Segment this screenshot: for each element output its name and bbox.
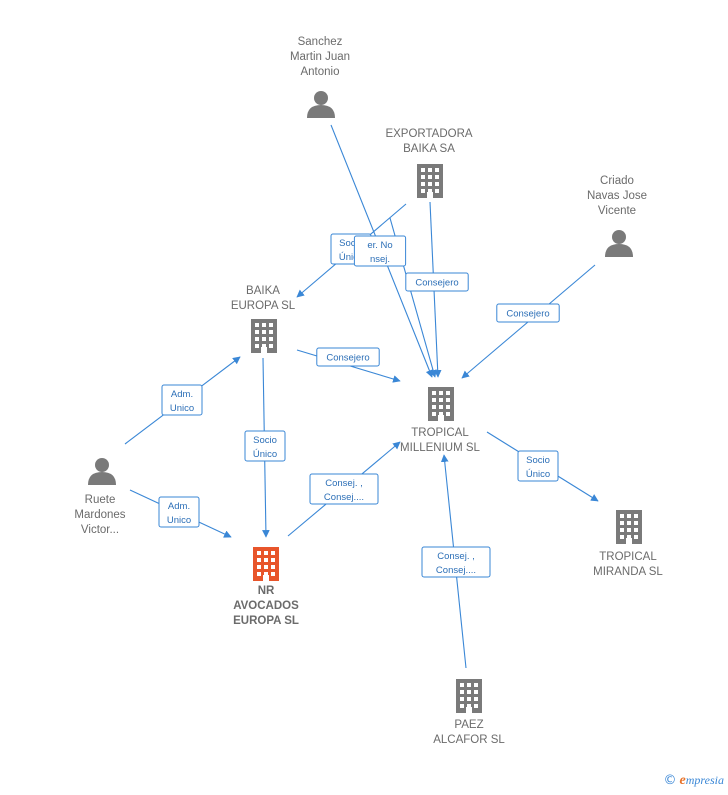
node-baika[interactable]: BAIKA EUROPA SL <box>231 285 296 353</box>
node-label: EUROPA SL <box>231 300 296 312</box>
node-label: Criado <box>600 175 634 187</box>
badge-text: Consejero <box>506 309 549 320</box>
person-icon <box>307 91 335 118</box>
node-label: Mardones <box>74 509 125 521</box>
edge-badge[interactable]: Consejero <box>405 272 469 292</box>
building-icon <box>251 319 277 353</box>
edge-badge[interactable]: Consejero <box>316 347 380 367</box>
badge-box <box>405 272 469 292</box>
badge-text: Consejero <box>415 278 458 289</box>
node-label: MIRANDA SL <box>593 566 663 578</box>
building-icon <box>616 510 642 544</box>
badge-text: Socio <box>253 435 277 446</box>
badge-text: Socio <box>339 238 363 249</box>
node-label: TROPICAL <box>599 551 657 563</box>
empresia-watermark[interactable]: ©empresia <box>664 773 724 789</box>
badge-text: Único <box>339 252 363 263</box>
node-label: PAEZ <box>454 719 483 731</box>
node-paez[interactable]: PAEZ ALCAFOR SL <box>433 679 505 746</box>
node-label: BAIKA <box>246 285 280 297</box>
node-label: BAIKA SA <box>403 143 455 155</box>
badge-text: Consej. , <box>437 551 475 562</box>
badge-text: Adm. <box>168 501 190 512</box>
node-tropical_millenium[interactable]: TROPICAL MILLENIUM SL <box>400 387 481 454</box>
badge-box <box>244 430 286 462</box>
badge-text: Único <box>526 469 550 480</box>
building-icon <box>253 547 279 581</box>
badge-box <box>421 546 491 578</box>
node-label: Sanchez <box>298 36 343 48</box>
node-label: MILLENIUM SL <box>400 442 480 454</box>
node-label: Martin Juan <box>290 51 350 63</box>
node-label: EXPORTADORA <box>385 128 472 140</box>
node-label: AVOCADOS <box>233 600 299 612</box>
badge-text: nsej. <box>370 254 390 265</box>
badge-box <box>496 303 560 323</box>
node-label: NR <box>258 585 275 597</box>
badge-text: Unico <box>170 403 194 414</box>
person-icon <box>605 230 633 257</box>
badge-text: Socio <box>526 455 550 466</box>
brand-name: mpresia <box>685 773 724 787</box>
edge-badge[interactable]: Consej. , Consej.... <box>421 546 491 578</box>
edge-badge[interactable]: Consej. , Consej.... <box>309 473 379 505</box>
badge-text: er. No <box>367 240 392 251</box>
node-exportadora[interactable]: EXPORTADORA BAIKA SA <box>385 128 473 198</box>
badge-text: Consej.... <box>324 492 364 503</box>
node-label: TROPICAL <box>411 427 469 439</box>
person-icon <box>88 458 116 485</box>
badge-box <box>316 347 380 367</box>
badge-text: Consej.... <box>436 565 476 576</box>
badge-text: Único <box>253 449 277 460</box>
copyright-icon: © <box>663 773 677 788</box>
node-ruete[interactable]: RueteMardonesVictor... <box>74 458 126 536</box>
node-nr[interactable]: NR AVOCADOS EUROPA SL <box>233 547 299 627</box>
edge-badge[interactable]: Adm. Unico <box>158 496 200 528</box>
badge-box <box>161 384 203 416</box>
edge-badge[interactable]: Consejero <box>496 303 560 323</box>
badge-box <box>158 496 200 528</box>
building-icon <box>417 164 443 198</box>
node-label: Vicente <box>598 205 636 217</box>
node-tropical_miranda[interactable]: TROPICAL MIRANDA SL <box>593 510 663 578</box>
node-label: Victor... <box>81 524 119 536</box>
brand-initial: e <box>679 773 686 788</box>
badge-box <box>353 235 407 267</box>
building-icon <box>456 679 482 713</box>
node-label: Navas Jose <box>587 190 647 202</box>
badge-text: Consejero <box>326 353 369 364</box>
badge-box <box>309 473 379 505</box>
node-label: EUROPA SL <box>233 615 299 627</box>
edge-badge[interactable]: er. No nsej. <box>353 235 407 267</box>
badge-text: Unico <box>167 515 191 526</box>
edge-badge[interactable]: Adm. Unico <box>161 384 203 416</box>
badge-text: Adm. <box>171 389 193 400</box>
building-icon <box>428 387 454 421</box>
node-label: Ruete <box>85 494 116 506</box>
node-label: ALCAFOR SL <box>433 734 505 746</box>
badge-box <box>517 450 559 482</box>
badge-text: Consej. , <box>325 478 363 489</box>
node-label: Antonio <box>300 66 339 78</box>
